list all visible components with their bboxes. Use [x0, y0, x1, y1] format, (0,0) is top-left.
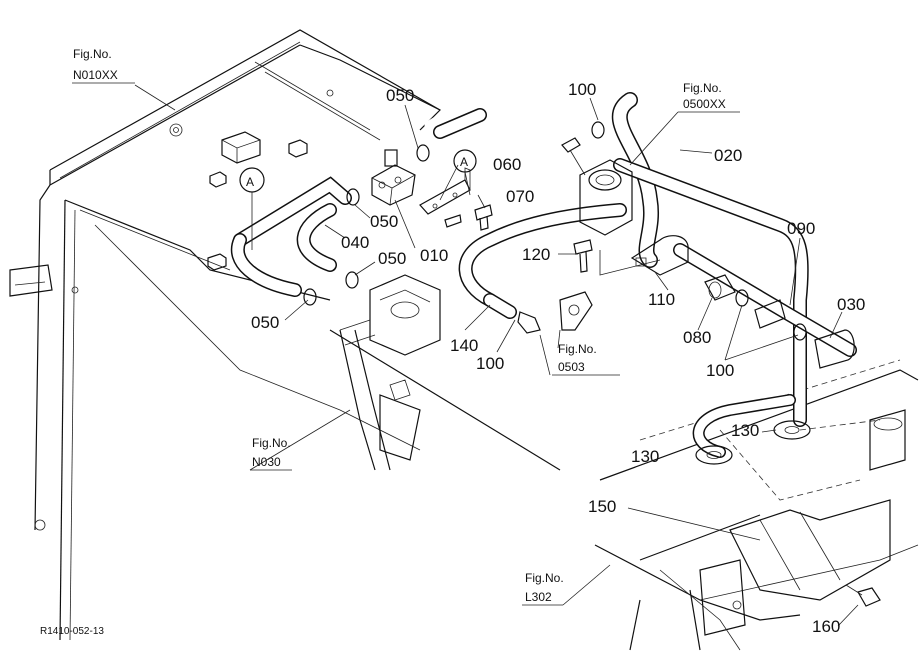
fig-ref-l302-line2: L302	[525, 590, 552, 604]
part-label-050-lower: 050	[378, 249, 406, 268]
part-label-040: 040	[341, 233, 369, 252]
part-label-050-mid: 050	[370, 212, 398, 231]
hose-assembly	[231, 92, 857, 458]
part-label-090: 090	[787, 219, 815, 238]
part-label-140: 140	[450, 336, 478, 355]
part-label-110: 110	[648, 290, 675, 309]
components	[239, 121, 881, 607]
fig-ref-n010: Fig.No. N010XX	[72, 47, 135, 84]
part-label-160: 160	[812, 617, 840, 636]
part-label-130-left: 130	[631, 447, 659, 466]
fig-ref-n0503: Fig.No. 0503	[558, 342, 597, 374]
fig-ref-n030: Fig.No. N030	[250, 436, 292, 471]
callout-letter-a2: A	[460, 155, 468, 169]
fig-ref-n010-line2: N010XX	[73, 68, 118, 82]
callout-letter-a1: A	[246, 175, 254, 189]
part-label-100-right: 100	[706, 361, 734, 380]
fig-ref-n0500: Fig.No. 0500XX	[678, 81, 740, 113]
part-label-100-top: 100	[568, 80, 596, 99]
part-label-020: 020	[714, 146, 742, 165]
doc-code: R1410-052-13	[40, 626, 104, 637]
fig-ref-n0500-line2: 0500XX	[683, 97, 726, 111]
fig-ref-n0500-line1: Fig.No.	[683, 81, 722, 95]
part-label-150: 150	[588, 497, 616, 516]
fig-ref-n030-line1: Fig.No.	[252, 436, 291, 450]
fig-ref-n0503-line1: Fig.No.	[558, 342, 597, 356]
part-label-010: 010	[420, 246, 448, 265]
part-label-030: 030	[837, 295, 865, 314]
leader-lines	[134, 84, 859, 627]
part-label-120: 120	[522, 245, 550, 264]
part-label-070: 070	[506, 187, 534, 206]
part-label-050-top: 050	[386, 86, 414, 105]
fig-ref-n0503-line2: 0503	[558, 360, 585, 374]
part-labels: 050 100 020 060 070 050 040 050 010 050 …	[251, 80, 865, 636]
part-label-100-bottom: 100	[476, 354, 504, 373]
part-label-060: 060	[493, 155, 521, 174]
fig-ref-n010-line1: Fig.No.	[73, 47, 112, 61]
fig-ref-n030-line2: N030	[252, 455, 281, 469]
fig-ref-l302: Fig.No. L302	[522, 571, 564, 606]
part-label-080: 080	[683, 328, 711, 347]
part-label-050-left: 050	[251, 313, 279, 332]
fig-ref-l302-line1: Fig.No.	[525, 571, 564, 585]
part-label-130-right: 130	[731, 421, 759, 440]
